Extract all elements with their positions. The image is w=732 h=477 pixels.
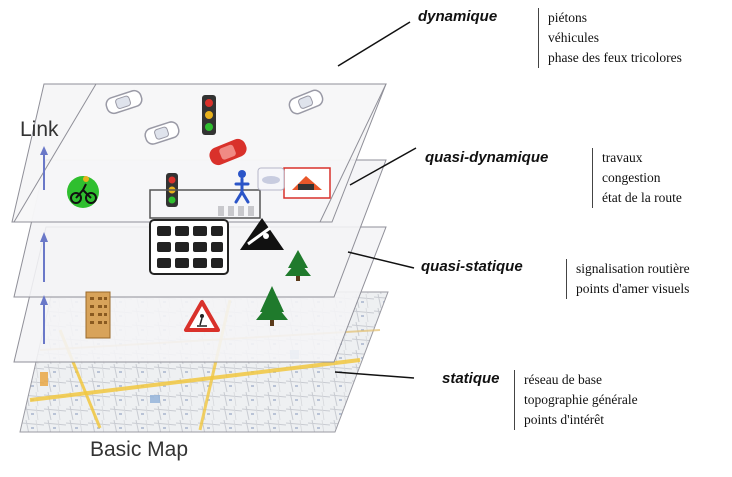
link-label: Link xyxy=(20,118,59,141)
cyclist-icon xyxy=(67,176,99,208)
roadwork-sign-icon xyxy=(240,218,284,250)
desc-item: points d'amer visuels xyxy=(576,281,690,296)
link-arrows xyxy=(40,146,48,344)
desc-item: congestion xyxy=(602,170,661,185)
desc-item: état de la route xyxy=(602,190,682,205)
car-icon xyxy=(105,89,143,115)
roadwork-icon xyxy=(283,167,331,199)
tree-icon xyxy=(256,286,288,326)
car-icon-3 xyxy=(288,89,324,115)
traffic-light-icon xyxy=(202,95,216,135)
basic-map-label: Basic Map xyxy=(90,438,189,461)
desc-item: piétons xyxy=(548,10,587,25)
building-icon xyxy=(85,291,111,339)
congestion-icon xyxy=(149,219,229,275)
car-icon-2 xyxy=(144,121,180,145)
desc-item: phase des feux tricolores xyxy=(548,50,682,65)
desc-item: véhicules xyxy=(548,30,599,45)
layer-title-quasi-dynamique: quasi-dynamique xyxy=(425,149,549,166)
desc-item: signalisation routière xyxy=(576,261,690,276)
layer-title-quasi-statique: quasi-statique xyxy=(421,258,523,275)
desc-item: topographie générale xyxy=(524,392,638,407)
desc-item: réseau de base xyxy=(524,372,602,387)
layer-title-statique: statique xyxy=(442,370,500,387)
layer-desc-quasi-statique: signalisation routière points d'amer vis… xyxy=(566,259,690,299)
warning-sign-icon xyxy=(184,300,220,332)
pedestrian-icon xyxy=(234,170,250,204)
desc-item: travaux xyxy=(602,150,643,165)
layer-desc-dynamique: piétons véhicules phase des feux tricolo… xyxy=(538,8,682,68)
red-car-icon xyxy=(209,138,247,166)
tree-icon-small xyxy=(285,250,311,281)
layer-title-dynamique: dynamique xyxy=(418,8,498,25)
layer-desc-statique: réseau de base topographie générale poin… xyxy=(514,370,638,430)
leader-lines xyxy=(334,21,417,379)
vehicle-sign-icon xyxy=(257,167,285,191)
desc-item: points d'intérêt xyxy=(524,412,605,427)
layer-desc-quasi-dynamique: travaux congestion état de la route xyxy=(592,148,682,208)
crosswalk-icon xyxy=(149,189,261,219)
